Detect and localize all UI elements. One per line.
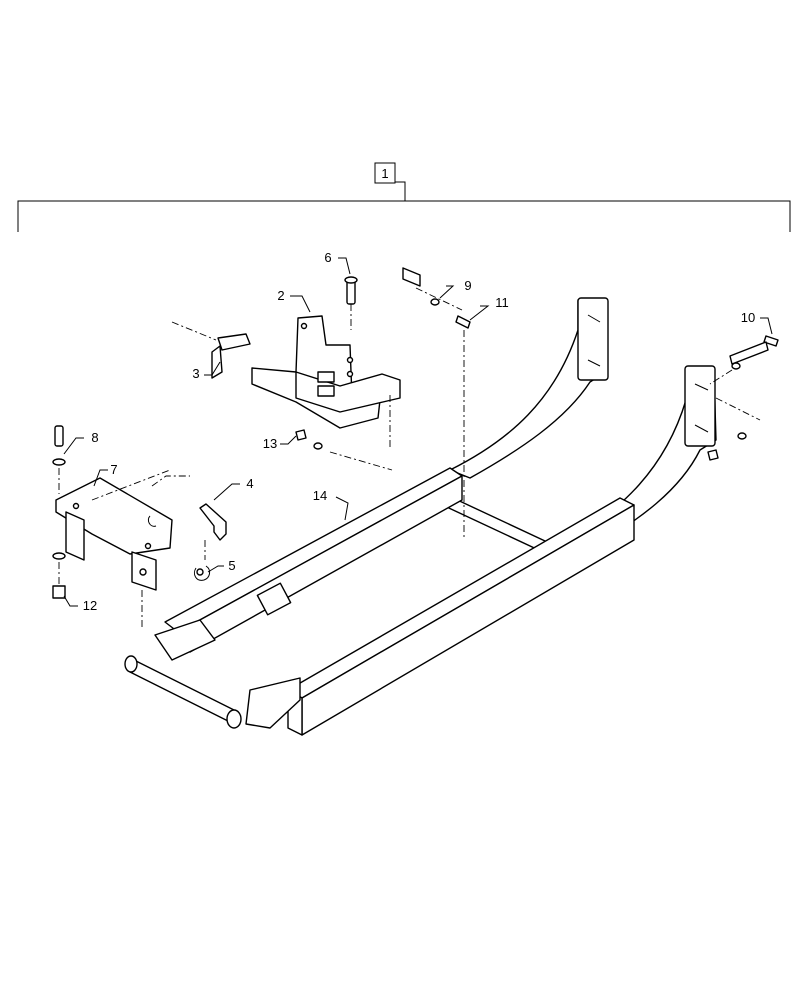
callout-5: 5 — [228, 558, 235, 573]
callout-2: 2 — [277, 288, 284, 303]
callout-8: 8 — [91, 430, 98, 445]
clip-5: 5 — [147, 515, 236, 581]
callout-9: 9 — [464, 278, 471, 293]
bolt-10: 10 — [707, 310, 779, 461]
callout-1: 1 — [381, 166, 388, 181]
callout-10: 10 — [741, 310, 755, 325]
callout-4: 4 — [246, 476, 253, 491]
callout-11: 11 — [495, 295, 509, 310]
main-frame: 14 — [124, 297, 717, 736]
nut-12: 12 — [52, 552, 97, 613]
callout-12: 12 — [83, 598, 97, 613]
pin-6: 6 — [324, 250, 358, 330]
bolt-8: 8 — [52, 425, 99, 494]
callout-7: 7 — [110, 462, 117, 477]
callout-14: 14 — [313, 488, 327, 503]
pin-3: 3 — [171, 321, 251, 381]
callout-13: 13 — [263, 436, 277, 451]
nut-13: 13 — [263, 395, 393, 471]
handle-4: 4 — [151, 475, 254, 560]
assembly-bracket: 1 — [17, 162, 791, 232]
bolt-9: 9 — [402, 267, 472, 311]
callout-3: 3 — [192, 366, 199, 381]
hitch-plate: 2 — [251, 288, 401, 429]
callout-6: 6 — [324, 250, 331, 265]
bracket-plate: 7 — [55, 462, 173, 628]
bolt-11: 11 — [455, 295, 509, 540]
